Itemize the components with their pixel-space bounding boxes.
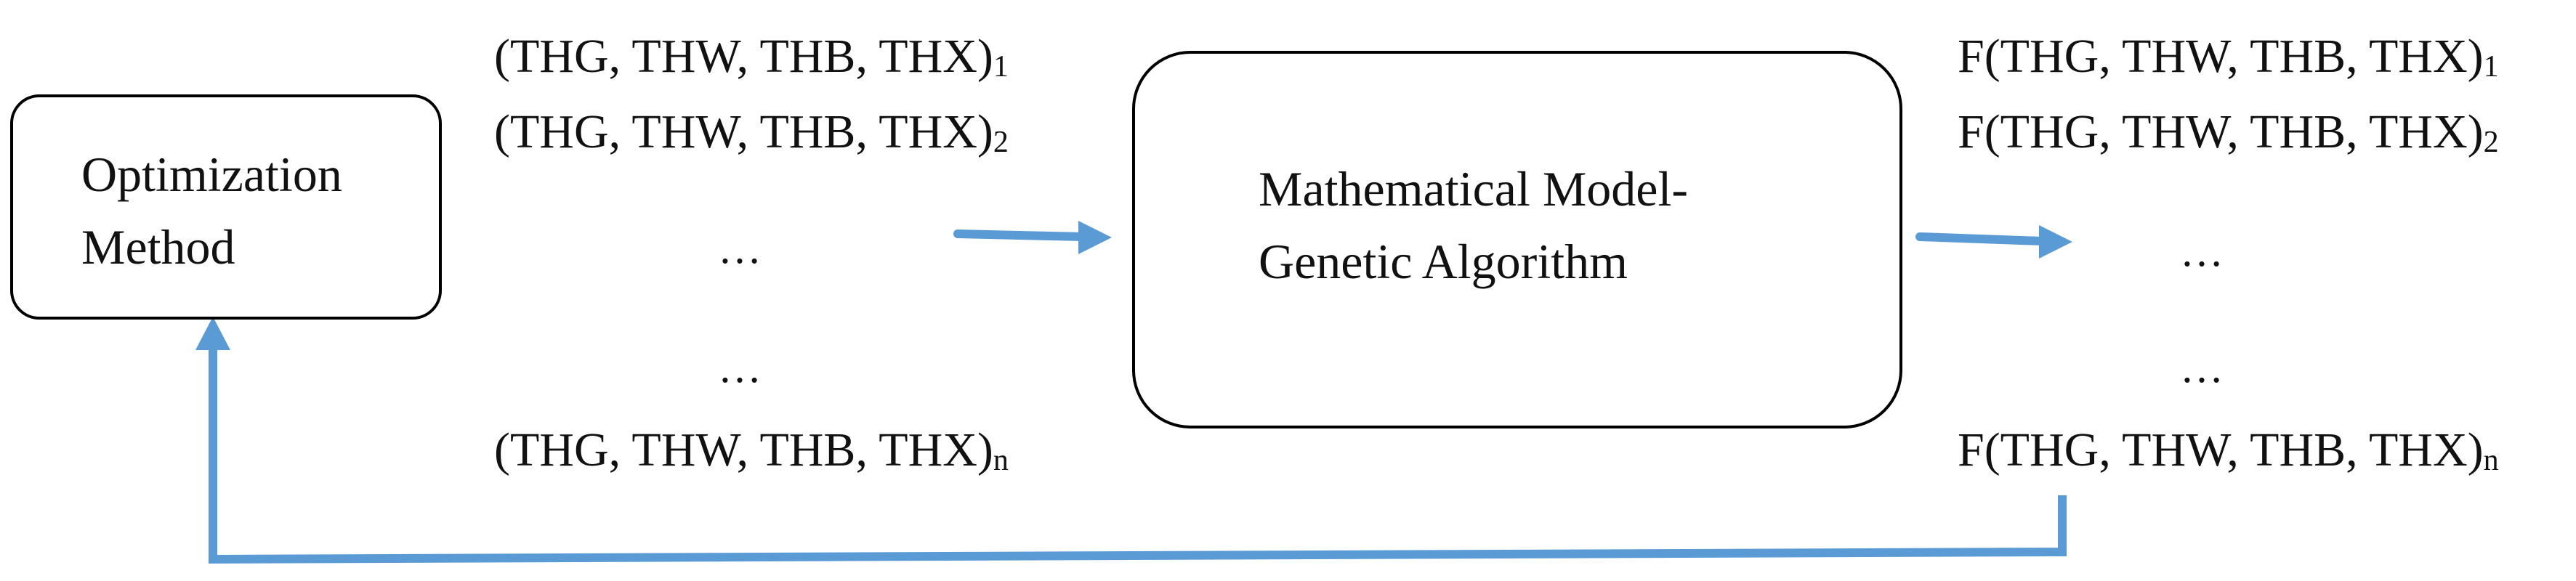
output-tuple-n-index: n: [2483, 444, 2499, 477]
output-tuple-1-text: F(THG, THW, THB, THX): [1958, 30, 2484, 83]
feedback-loop-arrow: [209, 347, 2067, 564]
arrowhead-model-to-outputs: [2039, 225, 2072, 259]
input-tuple-n: (THG, THW, THB, THX)n: [494, 421, 1009, 489]
optimization-method-line2: Method: [81, 219, 235, 275]
output-tuple-1-index: 1: [2483, 50, 2499, 84]
output-ellipsis-2: …: [2180, 344, 2224, 391]
mathematical-model-label: Mathematical Model- Genetic Algorithm: [1259, 153, 1688, 298]
input-tuple-n-index: n: [993, 444, 1009, 477]
mathematical-model-box: Mathematical Model- Genetic Algorithm: [1132, 51, 1902, 428]
input-tuple-1-index: 1: [993, 50, 1009, 84]
output-tuple-2-text: F(THG, THW, THB, THX): [1958, 105, 2484, 158]
input-tuple-2-index: 2: [993, 126, 1009, 159]
mathematical-model-line2: Genetic Algorithm: [1259, 234, 1628, 289]
output-tuple-2: F(THG, THW, THB, THX)2: [1958, 103, 2499, 171]
arrow-inputs-to-model: [953, 229, 1087, 241]
optimization-method-box: Optimization Method: [10, 94, 442, 320]
optimization-method-label: Optimization Method: [81, 138, 342, 283]
output-tuple-1: F(THG, THW, THB, THX)1: [1958, 28, 2499, 96]
input-ellipsis-2: …: [718, 344, 762, 391]
output-ellipsis-1: …: [2180, 227, 2224, 275]
arrow-model-to-outputs: [1915, 232, 2046, 245]
input-tuple-n-text: (THG, THW, THB, THX): [494, 423, 993, 476]
output-tuple-n-text: F(THG, THW, THB, THX): [1958, 423, 2484, 476]
optimization-method-line1: Optimization: [81, 147, 342, 202]
output-tuple-n: F(THG, THW, THB, THX)n: [1958, 421, 2499, 489]
output-tuple-2-index: 2: [2483, 126, 2499, 159]
mathematical-model-line1: Mathematical Model-: [1259, 161, 1689, 216]
arrowhead-inputs-to-model: [1078, 221, 1112, 254]
arrowhead-feedback: [195, 317, 230, 350]
input-tuple-1-text: (THG, THW, THB, THX): [494, 30, 993, 83]
input-tuple-1: (THG, THW, THB, THX)1: [494, 28, 1009, 96]
input-tuple-2: (THG, THW, THB, THX)2: [494, 103, 1009, 171]
input-tuple-2-text: (THG, THW, THB, THX): [494, 105, 993, 158]
input-ellipsis-1: …: [718, 224, 762, 272]
